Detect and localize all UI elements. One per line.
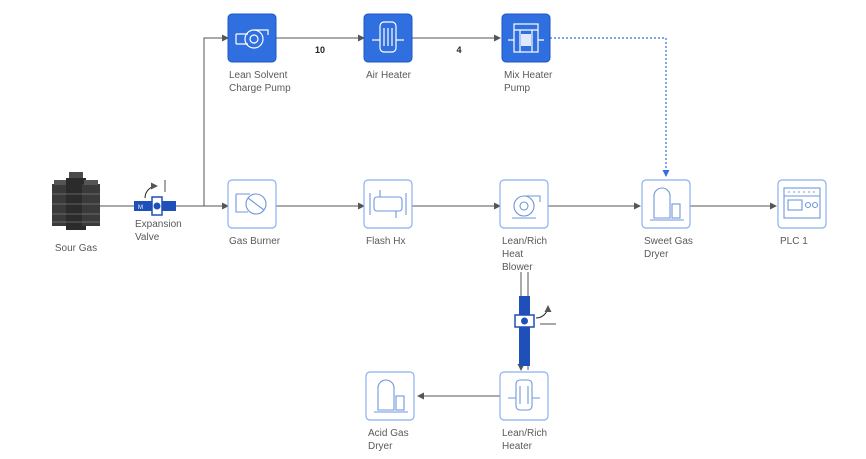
node-gas-burner[interactable]: Gas Burner xyxy=(227,179,281,247)
node-plc-1[interactable]: PLC 1 xyxy=(777,179,827,247)
node-expansion-valve[interactable]: M Expansion Valve xyxy=(134,180,182,243)
valve-icon xyxy=(514,296,556,366)
node-valve-vertical[interactable] xyxy=(514,296,556,366)
node-label-sweet-gas-1: Sweet Gas xyxy=(644,236,693,247)
node-label-gas-burner: Gas Burner xyxy=(229,236,281,247)
svg-text:M: M xyxy=(138,205,143,211)
mixer-icon xyxy=(508,23,544,53)
node-label-sweet-gas-2: Dryer xyxy=(644,249,669,260)
node-lean-solvent-charge-pump[interactable]: Lean Solvent Charge Pump xyxy=(227,13,291,94)
edge-label-flow-10: 10 xyxy=(315,45,325,55)
dryer-icon xyxy=(374,379,408,413)
burner-icon xyxy=(235,193,267,215)
node-label-flash-hx: Flash Hx xyxy=(366,236,405,247)
node-sweet-gas-dryer[interactable]: Sweet Gas Dryer xyxy=(641,179,693,260)
node-label-sour-gas: Sour Gas xyxy=(55,243,97,254)
heat-exchanger-icon xyxy=(369,190,407,218)
node-acid-gas-dryer[interactable]: Acid Gas Dryer xyxy=(365,371,415,452)
node-label-expansion-valve-2: Valve xyxy=(135,232,160,243)
node-label-heater-1: Lean/Rich xyxy=(502,428,547,439)
node-label-air-heater: Air Heater xyxy=(366,70,412,81)
node-lean-rich-heater[interactable]: Lean/Rich Heater xyxy=(499,371,549,452)
node-air-heater[interactable]: Air Heater xyxy=(363,13,413,81)
node-label-acid-gas-2: Dryer xyxy=(368,441,393,452)
valve-icon: M xyxy=(134,180,176,216)
node-label-mix-heater-1: Mix Heater xyxy=(504,70,553,81)
node-label-mix-heater-2: Pump xyxy=(504,83,531,94)
node-label-plc-1: PLC 1 xyxy=(780,236,808,247)
node-label-expansion-valve-1: Expansion xyxy=(135,219,182,230)
node-lean-rich-heat-blower[interactable]: Lean/Rich Heat Blower xyxy=(499,179,549,273)
heater-icon xyxy=(508,379,540,411)
plc-icon xyxy=(783,187,821,219)
node-label-blower-1: Lean/Rich xyxy=(502,236,547,247)
node-mix-heater-pump[interactable]: Mix Heater Pump xyxy=(501,13,553,94)
node-label-blower-2: Heat xyxy=(502,249,523,260)
tank-icon xyxy=(52,172,100,230)
node-label-blower-3: Blower xyxy=(502,262,533,273)
node-flash-hx[interactable]: Flash Hx xyxy=(363,179,413,247)
node-sour-gas[interactable]: Sour Gas xyxy=(52,172,100,254)
node-label-pump-2: Charge Pump xyxy=(229,83,291,94)
node-label-heater-2: Heater xyxy=(502,441,533,452)
node-label-acid-gas-1: Acid Gas xyxy=(368,428,409,439)
node-label-pump-1: Lean Solvent xyxy=(229,70,288,81)
edge-label-flow-4: 4 xyxy=(456,45,461,55)
heater-icon xyxy=(372,21,404,53)
edge-valve-pump xyxy=(203,34,229,206)
pump-icon xyxy=(235,29,269,49)
edge-mixheater-sweetgas-dotted xyxy=(550,37,670,177)
dryer-icon xyxy=(650,187,684,221)
blower-icon xyxy=(512,195,541,219)
